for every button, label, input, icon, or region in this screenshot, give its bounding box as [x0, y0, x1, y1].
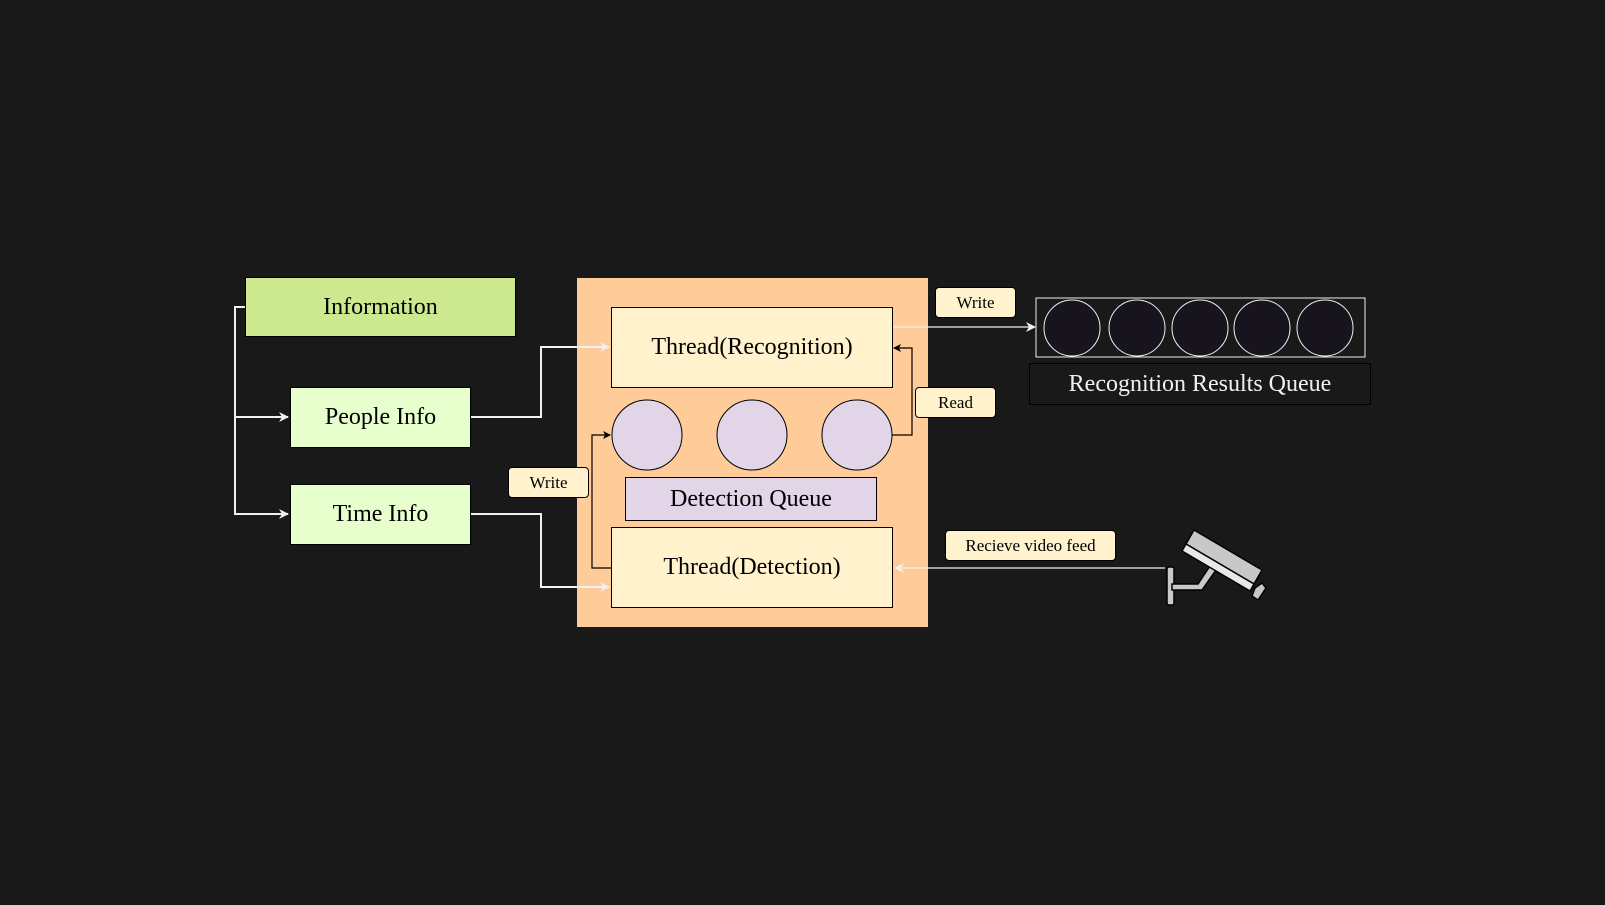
write-detection-tag: Write	[508, 467, 589, 498]
write-detection-tag-label: Write	[529, 472, 568, 492]
connector-time-detection	[471, 513, 610, 592]
people-info-label: People Info	[324, 404, 437, 430]
connector-detection-write	[591, 431, 611, 569]
results-queue-slot	[1108, 299, 1166, 357]
results-queue-slot	[1171, 299, 1229, 357]
thread-recognition-box: Thread(Recognition)	[611, 307, 893, 388]
results-queue-slot	[1296, 299, 1354, 357]
connector-recognition-read	[892, 344, 913, 436]
connector-information-time	[234, 417, 289, 519]
detection-queue-slot	[716, 399, 788, 471]
thread-recognition-label: Thread(Recognition)	[651, 334, 853, 360]
video-feed-tag: Recieve video feed	[945, 530, 1116, 561]
recognition-results-queue-label: Recognition Results Queue	[1068, 370, 1332, 397]
write-results-tag: Write	[935, 287, 1016, 318]
video-feed-tag-label: Recieve video feed	[965, 535, 1096, 555]
results-queue-slot	[1233, 299, 1291, 357]
connector-people-recognition	[471, 342, 610, 418]
detection-queue-label: Detection Queue	[670, 485, 832, 512]
recognition-results-queue-label-box: Recognition Results Queue	[1029, 363, 1371, 405]
thread-detection-label: Thread(Detection)	[663, 554, 841, 580]
write-results-tag-label: Write	[956, 292, 995, 312]
security-camera-icon	[1166, 528, 1267, 606]
time-info-label: Time Info	[332, 501, 429, 527]
read-tag: Read	[915, 387, 996, 418]
detection-queue-slot	[821, 399, 893, 471]
detection-queue-label-box: Detection Queue	[625, 477, 877, 521]
information-box: Information	[245, 277, 516, 337]
people-info-box: People Info	[290, 387, 471, 448]
results-queue-slot	[1043, 299, 1101, 357]
read-tag-label: Read	[938, 392, 973, 412]
detection-queue-slot	[611, 399, 683, 471]
information-label: Information	[323, 293, 438, 320]
time-info-box: Time Info	[290, 484, 471, 545]
thread-detection-box: Thread(Detection)	[611, 527, 893, 608]
connector-information-people	[234, 306, 289, 422]
